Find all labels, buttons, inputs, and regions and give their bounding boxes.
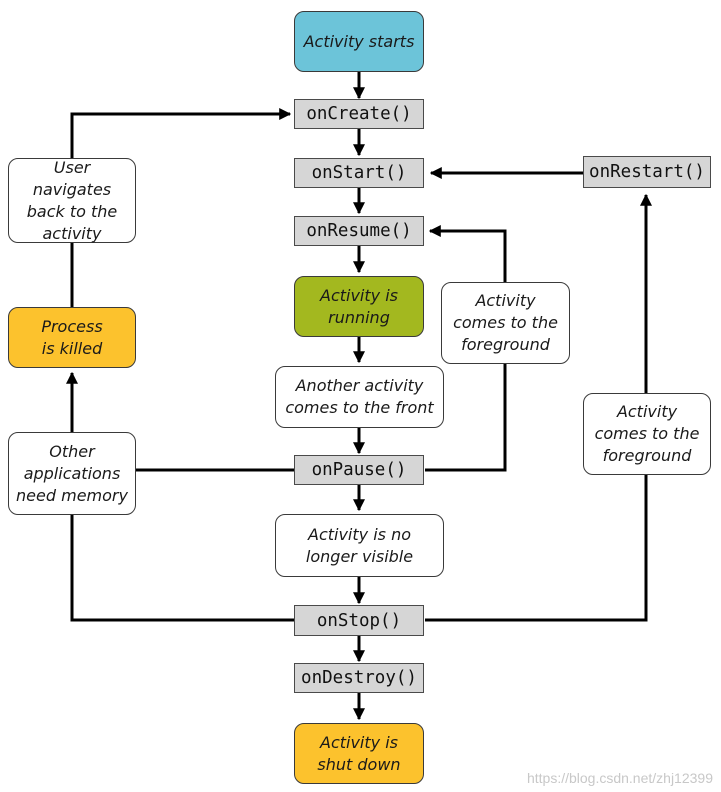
- node-other-apps: Other applications need memory: [8, 432, 136, 515]
- method-on-restart: onRestart(): [583, 156, 711, 188]
- edge-onstop-to-left: [70, 515, 294, 622]
- method-on-stop: onStop(): [294, 605, 424, 636]
- method-on-destroy: onDestroy(): [294, 663, 424, 693]
- watermark-text: https://blog.csdn.net/zhj12399: [526, 770, 713, 786]
- node-shut-down: Activity is shut down: [294, 723, 424, 784]
- node-activity-running: Activity is running: [294, 276, 424, 337]
- edge-onstop-to-onrestart: [425, 193, 652, 622]
- node-no-longer-visible: Activity is no longer visible: [275, 514, 444, 577]
- node-foreground-restart: Activity comes to the foreground: [583, 393, 711, 475]
- method-on-start: onStart(): [294, 158, 424, 188]
- node-process-killed: Process is killed: [8, 307, 136, 368]
- node-another-activity: Another activity comes to the front: [275, 366, 444, 428]
- method-on-pause: onPause(): [294, 455, 424, 485]
- method-on-resume: onResume(): [294, 216, 424, 246]
- edge-user-to-oncreate: [70, 108, 292, 158]
- node-foreground-resume: Activity comes to the foreground: [441, 282, 570, 364]
- method-on-create: onCreate(): [294, 99, 424, 129]
- node-activity-starts: Activity starts: [294, 11, 424, 72]
- node-user-navigates: User navigates back to the activity: [8, 158, 136, 243]
